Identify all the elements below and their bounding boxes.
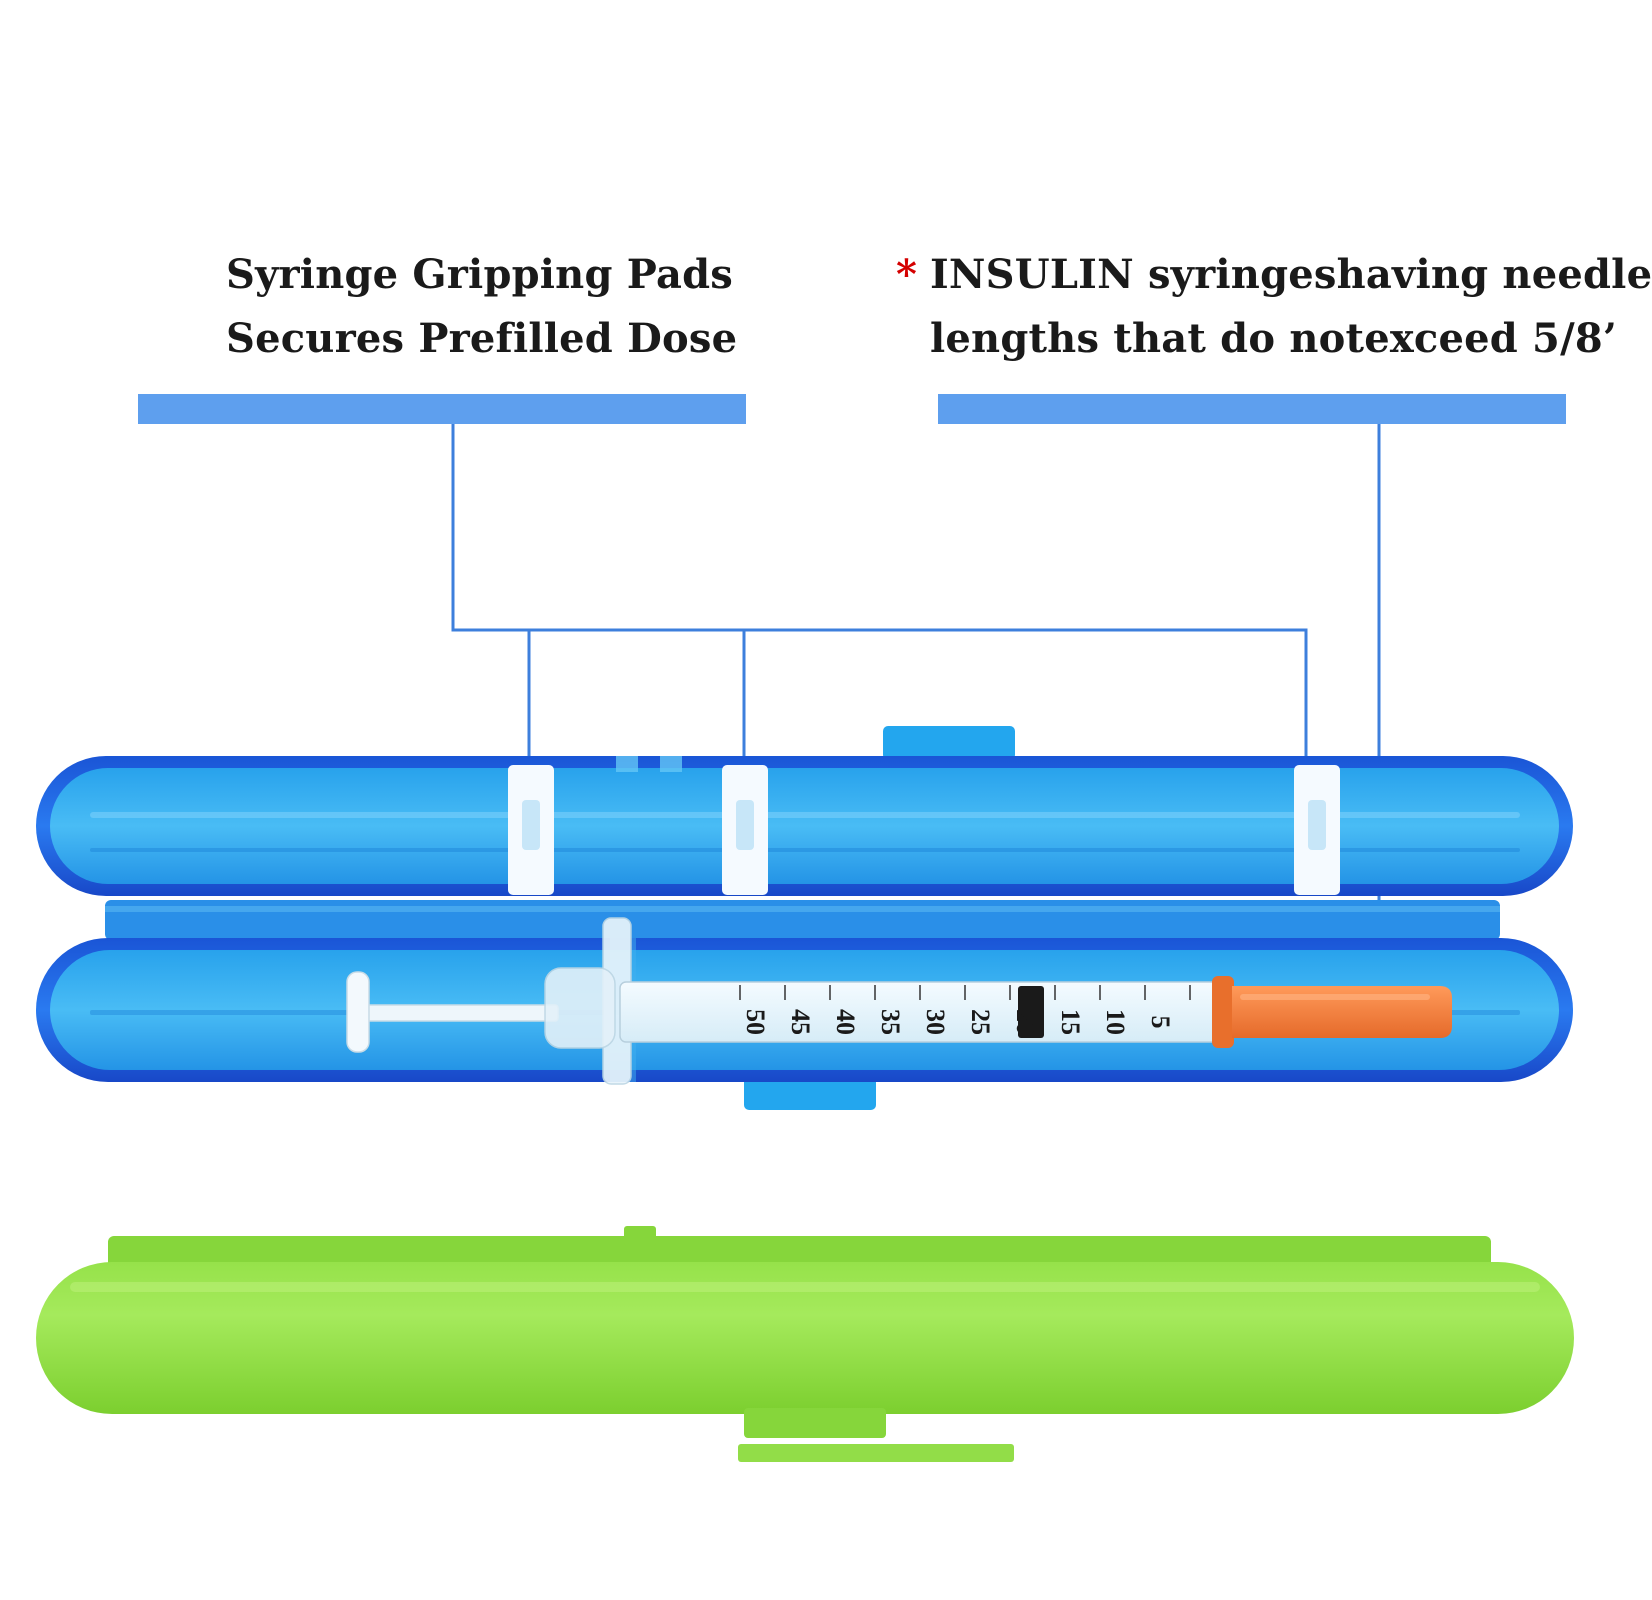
callout-bar-right (938, 394, 1566, 424)
gripping-pads-leader-line (451, 424, 1308, 808)
scale-label: 15 (1056, 1009, 1085, 1035)
gripping-pad-1 (508, 765, 554, 895)
caption-right-line2: lengths that do notexceed 5/8’ (930, 315, 1618, 362)
caption-left-line1: Syringe Gripping Pads (226, 251, 733, 298)
caption-left-line2: Secures Prefilled Dose (226, 315, 738, 362)
plunger-thumb-rest (346, 971, 370, 1053)
syringe-gripping-pads-caption: Syringe Gripping Pads Secures Prefilled … (226, 243, 737, 371)
green-case-clasp (744, 1408, 886, 1438)
gripping-pad-2 (722, 765, 768, 895)
needle-cap (1232, 986, 1452, 1038)
needle-length-caption: * INSULIN syringeshaving needle lengths … (896, 243, 1652, 371)
caption-right-line1: INSULIN syringeshaving needle (930, 251, 1652, 298)
green-syringe-case (36, 1226, 1574, 1462)
plunger-stopper (1018, 986, 1044, 1038)
asterisk-marker: * (896, 251, 918, 298)
scale-label: 30 (921, 1009, 950, 1035)
blue-syringe-case (36, 726, 1573, 1110)
scale-label: 5 (1146, 1016, 1175, 1029)
insulin-syringe: 5 10 15 20 25 30 35 40 45 50 (346, 917, 1452, 1085)
callout-bar-left (138, 394, 746, 424)
barrel-tick-marks (739, 985, 1191, 1000)
scale-label: 50 (741, 1009, 770, 1035)
scale-label: 20 (1011, 1009, 1040, 1035)
green-case-hinge (108, 1236, 1491, 1270)
scale-label: 35 (876, 1009, 905, 1035)
top-clasp (883, 726, 1015, 760)
green-case-body (36, 1262, 1574, 1414)
scale-label: 45 (786, 1009, 815, 1035)
gripping-pad-3 (1294, 765, 1340, 895)
scale-label: 40 (831, 1009, 860, 1035)
scale-label: 10 (1101, 1009, 1130, 1035)
product-photo: 5 10 15 20 25 30 35 40 45 50 (36, 424, 1574, 1462)
plunger-rod (357, 1004, 559, 1022)
needle-hub (1212, 976, 1234, 1048)
scale-label: 25 (966, 1009, 995, 1035)
